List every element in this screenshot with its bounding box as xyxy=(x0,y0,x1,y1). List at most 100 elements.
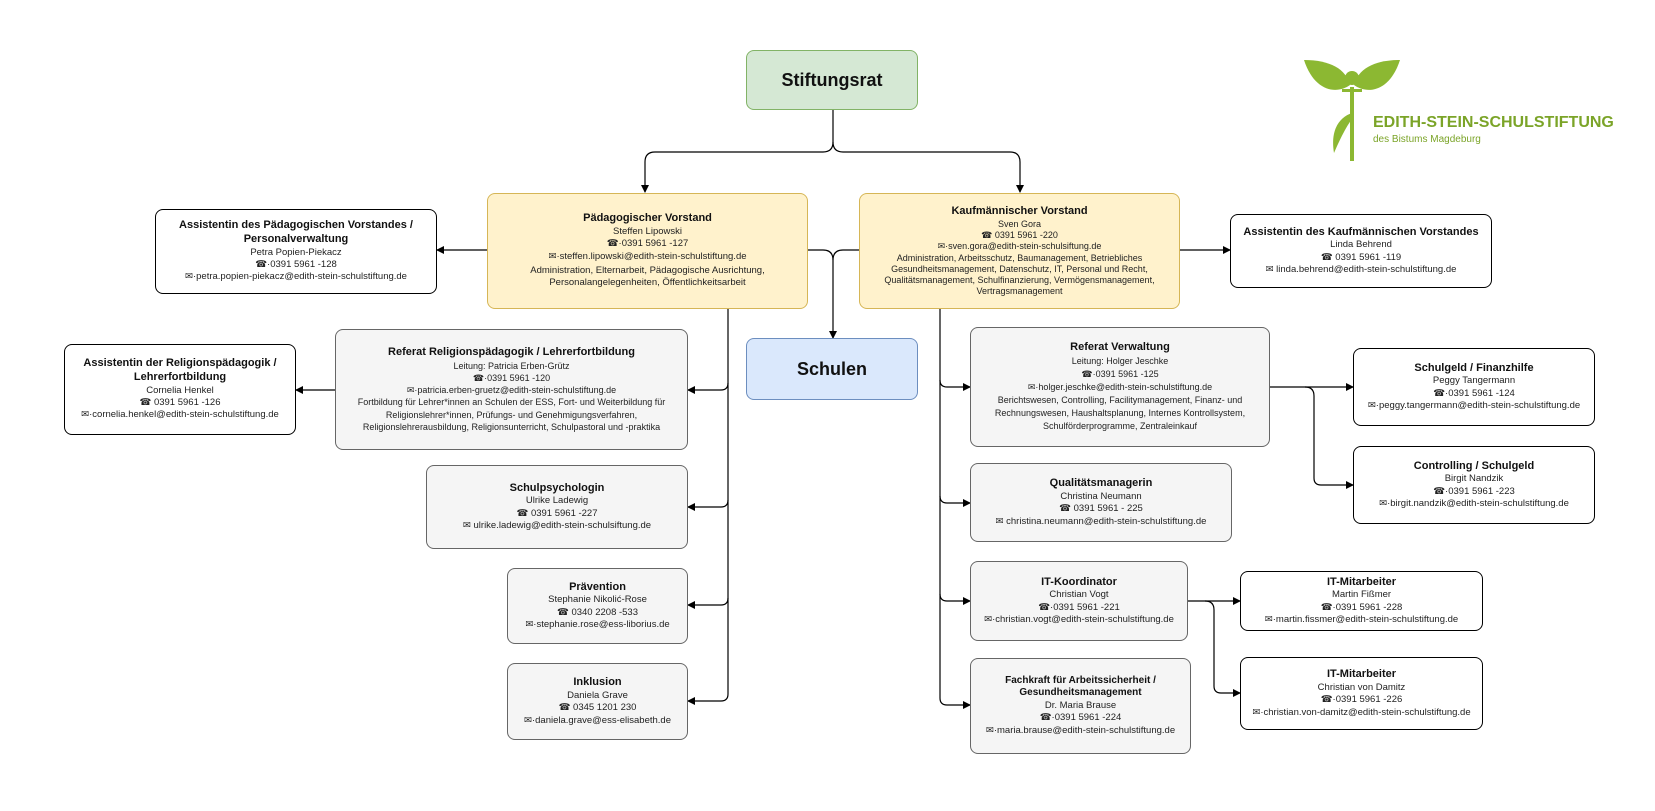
referat-verwaltung-phone: ☎·0391 5961 -125 xyxy=(1081,368,1159,379)
it-mit1-box[interactable]: IT-Mitarbeiter Martin Fißmer ☎·0391 5961… xyxy=(1240,571,1483,631)
logo-subtitle: des Bistums Magdeburg xyxy=(1373,134,1481,145)
fachkraft-name: Dr. Maria Brause xyxy=(1044,699,1117,711)
it-koord-email: ✉·christian.vogt@edith-stein-schulstiftu… xyxy=(984,614,1174,626)
it-mit1-title: IT-Mitarbeiter xyxy=(1326,575,1397,588)
referat-verwaltung-lead: Leitung: Holger Jeschke xyxy=(1071,355,1169,366)
qualitaet-title: Qualitätsmanagerin xyxy=(1049,477,1153,490)
schulgeld-finanz-phone: ☎·0391 5961 -124 xyxy=(1433,387,1515,399)
inklusion-title: Inklusion xyxy=(573,676,622,689)
kauf-vorstand-name: Sven Gora xyxy=(997,219,1042,230)
qualitaet-box[interactable]: Qualitätsmanagerin Christina Neumann ☎ 0… xyxy=(970,463,1232,542)
connector-kauf-verwaltung xyxy=(939,309,971,391)
assist-paed-name: Petra Popien-Piekacz xyxy=(250,246,342,258)
qualitaet-phone: ☎ 0391 5961 - 225 xyxy=(1059,503,1143,515)
qualitaet-email: ✉ christina.neumann@edith-stein-schulsti… xyxy=(995,515,1207,527)
assist-religion-email: ✉·cornelia.henkel@edith-stein-schulstift… xyxy=(81,409,279,421)
it-mit2-box[interactable]: IT-Mitarbeiter Christian von Damitz ☎·03… xyxy=(1240,657,1483,730)
referat-religion-email: ✉·patricia.erben-gruetz@edith-stein-schu… xyxy=(406,385,617,396)
kauf-vorstand-desc: Administration, Arbeitsschutz, Baumanage… xyxy=(884,253,1155,296)
assist-paed-title: Assistentin des Pädagogischen Vorstandes… xyxy=(179,219,413,245)
it-koord-box[interactable]: IT-Koordinator Christian Vogt ☎·0391 596… xyxy=(970,561,1188,641)
connector-paed-schulpsych xyxy=(687,383,729,511)
paed-vorstand-name: Steffen Lipowski xyxy=(612,226,682,238)
kauf-vorstand-phone: ☎ 0391 5961 -220 xyxy=(981,229,1058,240)
assist-paed-phone: ☎·0391 5961 -128 xyxy=(255,259,337,271)
connector-paed-praevention xyxy=(687,500,729,609)
it-mit1-email: ✉·martin.fissmer@edith-stein-schulstiftu… xyxy=(1264,614,1459,626)
referat-religion-phone: ☎·0391 5961 -120 xyxy=(472,373,551,384)
fachkraft-phone: ☎·0391 5961 -224 xyxy=(1039,712,1122,724)
schulgeld-finanz-title: Schulgeld / Finanzhilfe xyxy=(1414,361,1534,374)
schulgeld-finanz-box[interactable]: Schulgeld / Finanzhilfe Peggy Tangermann… xyxy=(1353,348,1595,426)
assist-paed-box[interactable]: Assistentin des Pädagogischen Vorstandes… xyxy=(155,209,437,294)
schulen-title: Schulen xyxy=(796,358,867,379)
schulen-box[interactable]: Schulen xyxy=(746,338,918,400)
kauf-vorstand-box[interactable]: Kaufmännischer Vorstand Sven Gora ☎ 0391… xyxy=(859,193,1180,309)
paed-vorstand-title: Pädagogischer Vorstand xyxy=(583,212,712,225)
it-mit1-phone: ☎·0391 5961 -228 xyxy=(1320,601,1403,613)
paed-vorstand-desc: Administration, Elternarbeit, Pädagogisc… xyxy=(530,265,765,289)
controlling-email: ✉·birgit.nandzik@edith-stein-schulstiftu… xyxy=(1379,498,1569,510)
connector-kauf-fachkraft xyxy=(939,594,971,709)
praevention-box[interactable]: Prävention Stephanie Nikolić-Rose ☎ 0340… xyxy=(507,568,688,644)
schulpsych-title: Schulpsychologin xyxy=(509,481,605,494)
schulpsych-name: Ulrike Ladewig xyxy=(525,495,589,507)
stiftungsrat-box[interactable]: Stiftungsrat xyxy=(746,50,918,110)
inklusion-name: Daniela Grave xyxy=(567,689,628,701)
it-mit2-name: Christian von Damitz xyxy=(1317,681,1406,693)
assist-kauf-title: Assistentin des Kaufmännischen Vorstande… xyxy=(1243,225,1479,238)
connector-it-mit2 xyxy=(1204,600,1241,697)
assist-religion-name: Cornelia Henkel xyxy=(146,384,214,396)
connector-kauf-it xyxy=(939,496,971,605)
praevention-phone: ☎ 0340 2208 -533 xyxy=(556,606,639,618)
assist-kauf-email: ✉ linda.behrend@edith-stein-schulstiftun… xyxy=(1265,264,1457,276)
controlling-box[interactable]: Controlling / Schulgeld Birgit Nandzik ☎… xyxy=(1353,446,1595,524)
connector-paed-schulen xyxy=(808,249,837,339)
controlling-title: Controlling / Schulgeld xyxy=(1413,459,1535,472)
assist-religion-title: Assistentin der Religionspädagogik / Leh… xyxy=(83,357,277,383)
connector-stiftungsrat-paed xyxy=(641,110,834,193)
schulgeld-finanz-email: ✉·peggy.tangermann@edith-stein-schulstif… xyxy=(1367,400,1581,412)
referat-verwaltung-box[interactable]: Referat Verwaltung Leitung: Holger Jesch… xyxy=(970,327,1270,447)
referat-religion-lead: Leitung: Patricia Erben-Grütz xyxy=(453,360,570,371)
fachkraft-email: ✉·maria.brause@edith-stein-schulstiftung… xyxy=(985,724,1176,736)
referat-religion-box[interactable]: Referat Religionspädagogik / Lehrerfortb… xyxy=(335,329,688,450)
it-mit2-phone: ☎·0391 5961 -226 xyxy=(1320,694,1403,706)
logo-name: EDITH-STEIN-SCHULSTIFTUNG xyxy=(1373,114,1614,131)
it-mit2-email: ✉·christian.von-damitz@edith-stein-schul… xyxy=(1252,706,1471,718)
referat-religion-title: Referat Religionspädagogik / Lehrerfortb… xyxy=(388,346,635,359)
referat-verwaltung-title: Referat Verwaltung xyxy=(1070,340,1170,353)
stiftungsrat-title: Stiftungsrat xyxy=(781,69,883,90)
kauf-vorstand-email: ✉·sven.gora@edith-stein-schulsiftung.de xyxy=(937,240,1102,251)
paed-vorstand-box[interactable]: Pädagogischer Vorstand Steffen Lipowski … xyxy=(487,193,808,309)
connector-kauf-qualitaet xyxy=(939,380,971,507)
assist-kauf-name: Linda Behrend xyxy=(1330,239,1392,251)
fachkraft-box[interactable]: Fachkraft für Arbeitssicherheit / Gesund… xyxy=(970,658,1191,754)
praevention-title: Prävention xyxy=(569,580,626,593)
schulgeld-finanz-name: Peggy Tangermann xyxy=(1432,375,1516,387)
schulpsych-box[interactable]: Schulpsychologin Ulrike Ladewig ☎ 0391 5… xyxy=(426,465,688,549)
paed-vorstand-email: ✉·steffen.lipowski@edith-stein-schulstif… xyxy=(548,250,747,262)
connector-paed-inklusion xyxy=(687,598,729,705)
inklusion-box[interactable]: Inklusion Daniela Grave ☎ 0345 1201 230 … xyxy=(507,663,688,740)
assist-religion-box[interactable]: Assistentin der Religionspädagogik / Leh… xyxy=(64,344,296,435)
inklusion-phone: ☎ 0345 1201 230 xyxy=(558,702,637,714)
paed-vorstand-phone: ☎·0391 5961 -127 xyxy=(606,238,689,250)
schulpsych-phone: ☎ 0391 5961 -227 xyxy=(516,507,598,519)
connector-kauf-schulen xyxy=(832,249,859,261)
connector-stiftungsrat-kauf xyxy=(832,141,1024,193)
it-koord-phone: ☎·0391 5961 -221 xyxy=(1038,601,1120,613)
assist-religion-phone: ☎ 0391 5961 -126 xyxy=(139,397,221,409)
kauf-vorstand-title: Kaufmännischer Vorstand xyxy=(951,205,1088,218)
referat-verwaltung-desc: Berichtswesen, Controlling, Facilitymana… xyxy=(994,394,1246,431)
praevention-email: ✉·stephanie.rose@ess-liborius.de xyxy=(525,619,670,631)
inklusion-email: ✉·daniela.grave@ess-elisabeth.de xyxy=(524,714,671,726)
schulpsych-email: ✉ ulrike.ladewig@edith-stein-schulsiftun… xyxy=(462,520,652,532)
controlling-name: Birgit Nandzik xyxy=(1444,473,1504,485)
controlling-phone: ☎·0391 5961 -223 xyxy=(1433,485,1515,497)
assist-kauf-phone: ☎ 0391 5961 -119 xyxy=(1320,251,1402,263)
it-mit2-title: IT-Mitarbeiter xyxy=(1326,668,1397,681)
assist-kauf-box[interactable]: Assistentin des Kaufmännischen Vorstande… xyxy=(1230,214,1492,288)
praevention-name: Stephanie Nikolić-Rose xyxy=(548,594,647,606)
